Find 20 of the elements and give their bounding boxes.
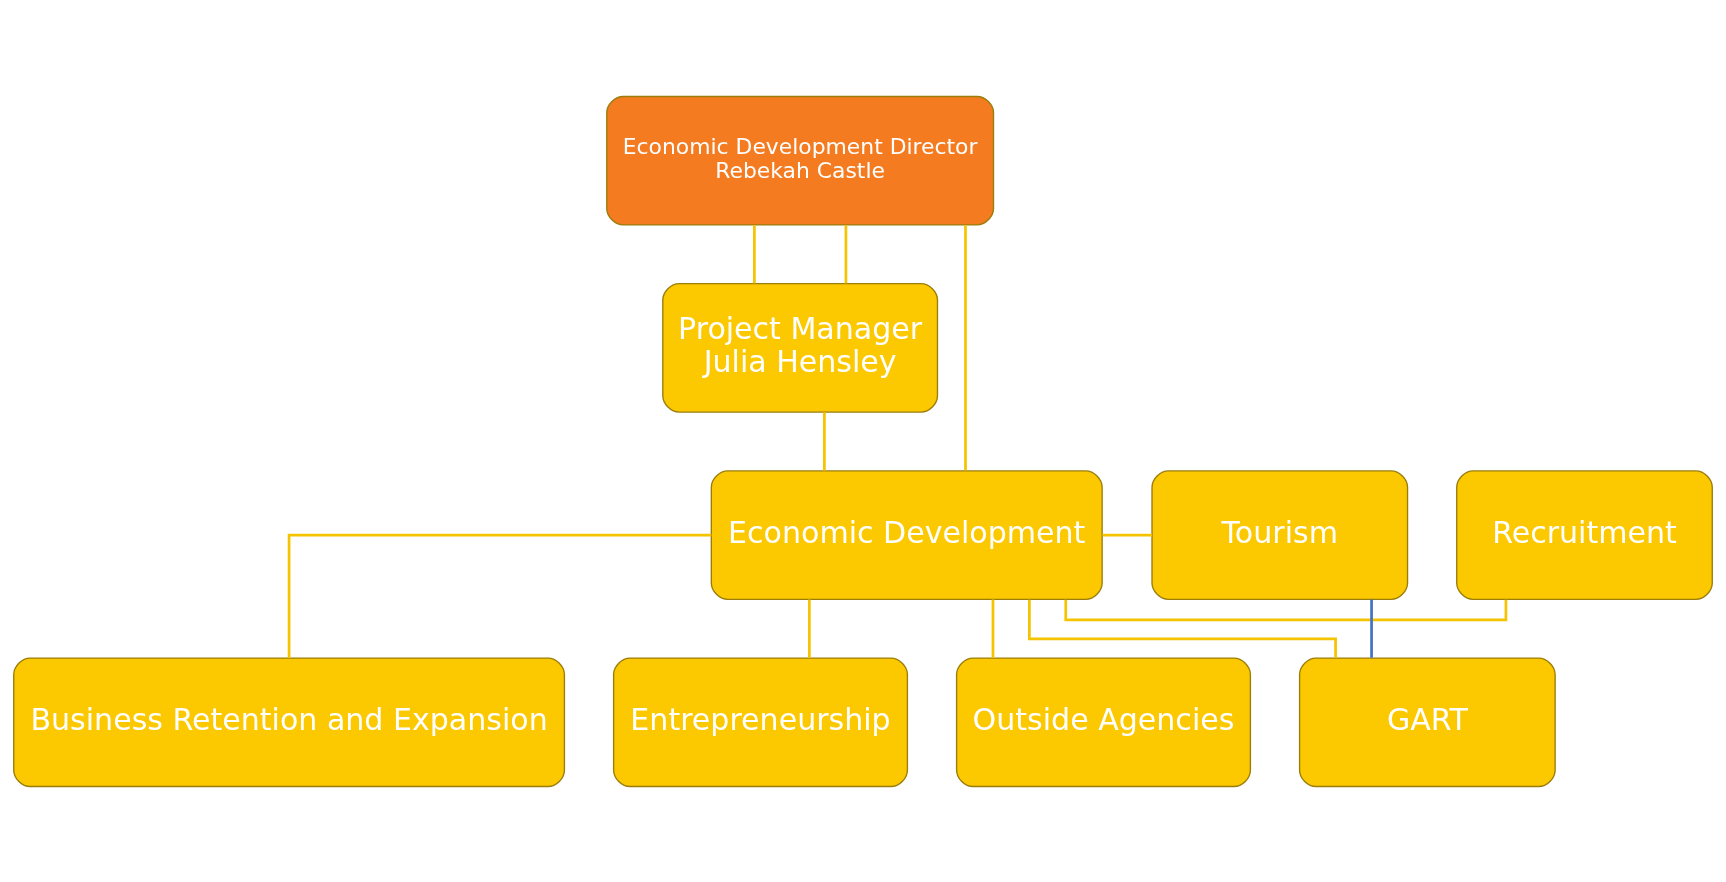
node-box: GART (1298, 656, 1556, 787)
node-box: Recruitment (1456, 469, 1713, 600)
connector (823, 411, 826, 471)
connector (1064, 599, 1508, 621)
node-box: Economic Development Director Rebekah Castle (606, 95, 995, 226)
connector (1370, 599, 1373, 658)
connector (844, 224, 848, 283)
node-box: Outside Agencies (955, 656, 1252, 787)
node-box: Business Retention and Expansion (13, 656, 566, 787)
connector (808, 599, 811, 658)
node-box: Entrepreneurship (612, 656, 909, 787)
node-box: Project Manager Julia Hensley (662, 282, 939, 413)
connector (1028, 599, 1337, 658)
connector (753, 224, 756, 283)
node-box: Economic Development (710, 469, 1103, 600)
connector (991, 599, 995, 658)
node-box: Tourism (1151, 469, 1409, 600)
connector (287, 533, 712, 658)
connector (1102, 533, 1152, 536)
connector (964, 224, 967, 470)
